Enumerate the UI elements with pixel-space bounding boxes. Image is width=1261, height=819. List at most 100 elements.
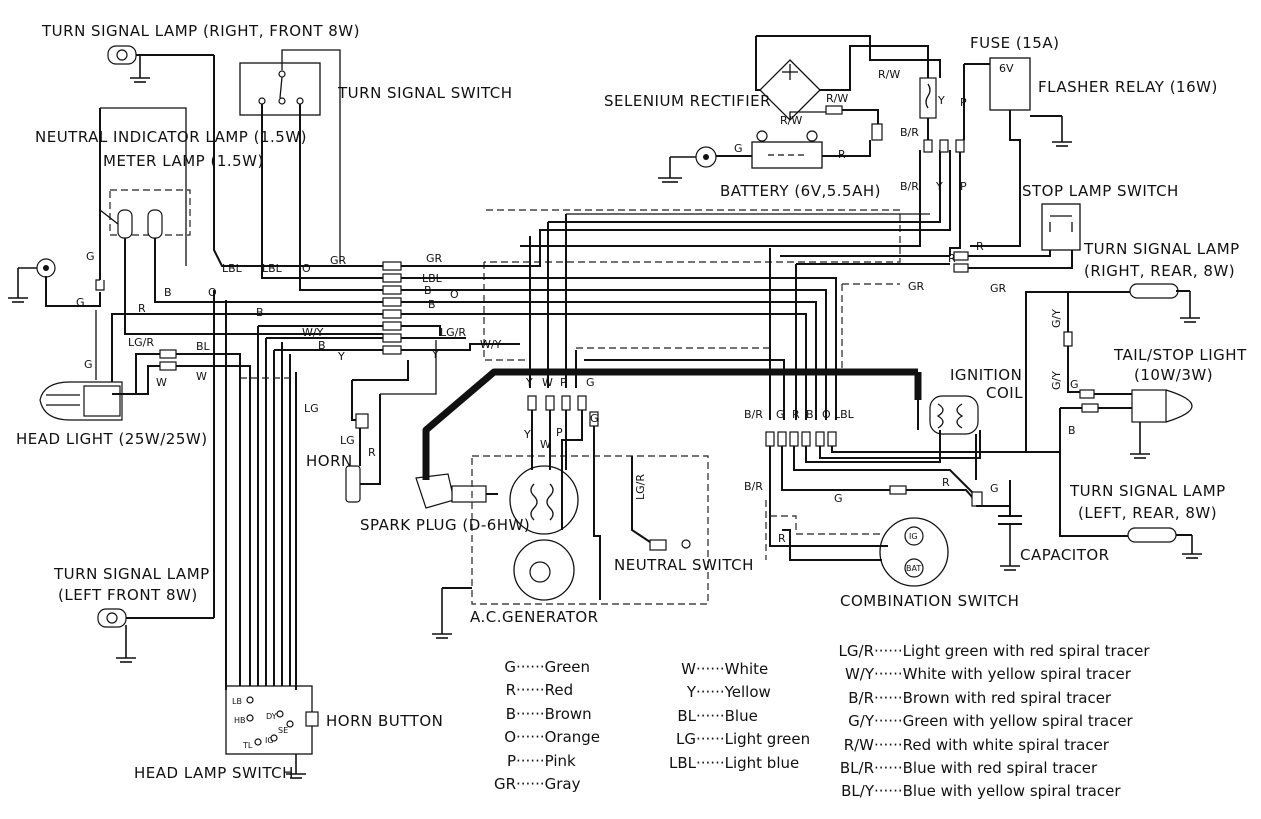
wire-label: O [450, 288, 459, 301]
wire-label: LG/R [128, 336, 154, 349]
label-ac-generator: A.C.GENERATOR [470, 608, 599, 626]
wire-label: Y [337, 350, 345, 363]
label-tail-stop-light-2: (10W/3W) [1134, 366, 1213, 384]
wire-label: LG [304, 402, 319, 415]
wire-label: B [1068, 424, 1076, 437]
high-tension-cable [422, 368, 918, 480]
legend-item: W······White [681, 660, 769, 678]
wire-label: GR [908, 280, 925, 293]
switch-terminal-lb: LB [232, 697, 242, 706]
connectors-right-cluster [765, 431, 837, 447]
label-turn-signal-switch: TURN SIGNAL SWITCH [337, 84, 513, 102]
wire-label: LG/R [440, 326, 466, 339]
wire-label: LBL [834, 408, 855, 421]
flasher-6v: 6V [999, 62, 1014, 75]
label-turn-signal-left-rear-1: TURN SIGNAL LAMP [1069, 482, 1226, 500]
wire-label: P [556, 426, 563, 439]
label-turn-signal-right-rear-2: (RIGHT, REAR, 8W) [1084, 262, 1235, 280]
wire-label: R [778, 532, 786, 545]
wire-label: R [368, 446, 376, 459]
label-turn-signal-right-front: TURN SIGNAL LAMP (RIGHT, FRONT 8W) [41, 22, 360, 40]
wire-label: W [542, 376, 553, 389]
label-ignition-coil-2: COIL [986, 384, 1023, 402]
label-capacitor: CAPACITOR [1020, 546, 1110, 564]
wire-label: LBL [262, 262, 283, 275]
wire-label: G [1070, 378, 1079, 391]
wire-label: P [960, 96, 967, 109]
meter-assembly [109, 189, 191, 239]
label-battery: BATTERY (6V,5.5AH) [720, 182, 881, 200]
label-horn: HORN [306, 452, 353, 470]
wire-label: Y [525, 376, 533, 389]
wire-label: LBL [222, 262, 243, 275]
wire-label: G [586, 376, 595, 389]
label-selenium-rectifier: SELENIUM RECTIFIER [604, 92, 771, 110]
label-head-light: HEAD LIGHT (25W/25W) [16, 430, 208, 448]
label-turn-signal-right-rear-1: TURN SIGNAL LAMP [1083, 240, 1240, 258]
label-ignition-coil-1: IGNITION [950, 366, 1022, 384]
wire-label: B/R [744, 408, 763, 421]
wire-label: G [834, 492, 843, 505]
wire-label: G/Y [1050, 309, 1063, 328]
wire-label: Y [523, 428, 531, 441]
wire-label: O [302, 262, 311, 275]
wire-labels: G G G LBL LBL O GR B O R B LG/R BL W W W… [76, 68, 1079, 545]
ac-generator [432, 455, 709, 639]
legend-item: R/W······Red with white spiral tracer [843, 735, 1109, 754]
wire-label: LBL [422, 272, 443, 285]
wire-label: R/W [878, 68, 900, 81]
label-stop-lamp-switch: STOP LAMP SWITCH [1022, 182, 1179, 200]
wire-label: G [590, 412, 599, 425]
wire-label: O [822, 408, 831, 421]
wire-label: B [806, 408, 814, 421]
wire-label: P [960, 180, 967, 193]
turn-signal-lamp-right-front [107, 45, 214, 83]
turn-signal-lamp-left-front [97, 608, 214, 663]
wire-label: Y [431, 348, 439, 361]
wire-label: B [318, 339, 326, 352]
wire-label: G [990, 482, 999, 495]
generator-connectors [527, 395, 599, 427]
wire-label: B [428, 298, 436, 311]
wire-label: GR [330, 254, 347, 267]
label-combination-switch: COMBINATION SWITCH [840, 592, 1019, 610]
wire-label: GR [990, 282, 1007, 295]
wire-label: Y [935, 180, 943, 193]
comb-bat-label: BAT [906, 564, 921, 573]
label-neutral-indicator-lamp: NEUTRAL INDICATOR LAMP (1.5W) [35, 128, 307, 146]
head-lamp-switch: LB HB TL IG DY SE [225, 685, 319, 779]
neutral-switch [649, 539, 691, 551]
label-turn-signal-left-rear-2: (LEFT, REAR, 8W) [1078, 504, 1217, 522]
wire-label: R [948, 252, 956, 265]
wire-label: R/W [826, 92, 848, 105]
ignition-coil [917, 395, 979, 435]
switch-terminal-hb: HB [234, 716, 246, 725]
wire-label: G [84, 358, 93, 371]
wire-label: R [838, 148, 846, 161]
wire-label: W/Y [480, 338, 502, 351]
wire-label: W [156, 376, 167, 389]
legend-item: B/R······Brown with red spiral tracer [848, 688, 1112, 707]
wire-label: R [942, 476, 950, 489]
wire-label: Y [937, 94, 945, 107]
switch-terminal-tl: TL [242, 741, 253, 750]
wire-label: R [792, 408, 800, 421]
wire-label: O [208, 286, 217, 299]
horn [345, 465, 372, 503]
turn-signal-lamp-left-rear [1127, 527, 1202, 559]
comb-ig-label: IG [909, 532, 918, 541]
label-fuse: FUSE (15A) [970, 34, 1059, 52]
turn-signal-switch [239, 62, 321, 116]
label-head-lamp-switch: HEAD LAMP SWITCH [134, 764, 294, 782]
label-turn-signal-left-front-1: TURN SIGNAL LAMP [53, 565, 210, 583]
fuse [919, 77, 937, 119]
legend-item: LG/R······Light green with red spiral tr… [838, 642, 1150, 660]
label-flasher-relay: FLASHER RELAY (16W) [1038, 78, 1218, 96]
color-legend-right: LG/R······Light green with red spiral tr… [832, 640, 1150, 804]
color-legend-left: G······Green R······Red B······Brown O··… [484, 656, 600, 796]
wire-label: P [560, 376, 567, 389]
spark-plug [415, 473, 498, 509]
wire-label: G [734, 142, 743, 155]
color-legend-middle: W······White Y······Yellow BL······Blue … [660, 658, 810, 775]
